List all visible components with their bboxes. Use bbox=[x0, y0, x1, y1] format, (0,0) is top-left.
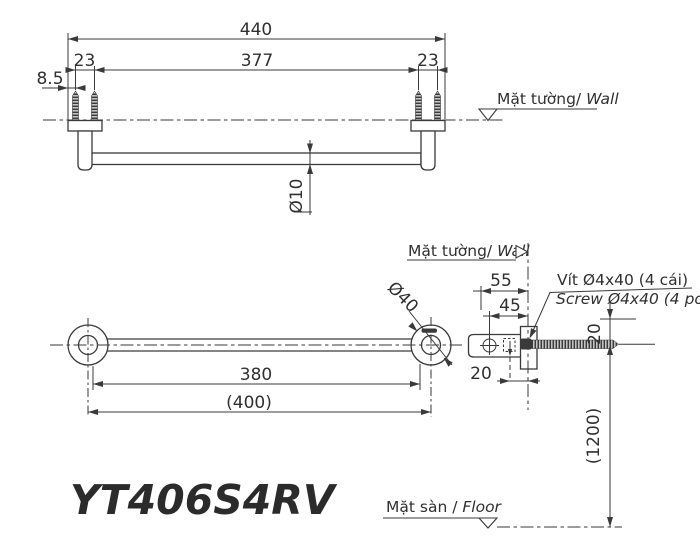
right-flange-outer bbox=[410, 324, 452, 366]
left-post bbox=[77, 130, 93, 171]
wall-label-top: Mặt tường/ Wall bbox=[477, 90, 619, 122]
dim-bar-length: 380 bbox=[92, 364, 421, 390]
dim-screw-span: 23 377 23 bbox=[65, 51, 448, 90]
top-view: 440 23 377 23 8.5 bbox=[36, 20, 619, 215]
dim-bar-diameter-text: Ø10 bbox=[287, 178, 307, 213]
dim-bar-length-text: 380 bbox=[240, 365, 272, 385]
slot-hole-hidden bbox=[503, 338, 516, 378]
floor-datum-icon bbox=[477, 517, 499, 529]
dim-overall-length-text: (400) bbox=[226, 393, 272, 413]
wall-label-text: Mặt tường/ Wall bbox=[497, 90, 619, 108]
mounting-screws-top bbox=[72, 90, 441, 121]
screw-side bbox=[520, 338, 655, 350]
dim-heights: 20 (1200) bbox=[584, 303, 636, 527]
dim-hole-depth-1-text: 45 bbox=[499, 296, 521, 316]
product-model: YT406S4RV bbox=[70, 476, 338, 524]
dim-hole-depth-1: 45 bbox=[483, 296, 528, 337]
dim-hole-depth-2-text: 20 bbox=[470, 364, 492, 384]
floor-label: Mặt sàn / Floor bbox=[383, 498, 622, 529]
screw-head bbox=[520, 338, 532, 350]
screw-shank bbox=[531, 339, 619, 349]
wall-datum-icon bbox=[477, 108, 499, 122]
dim-hole-depth-2: 20 bbox=[470, 364, 540, 384]
dim-flange-diameter: Ø40 bbox=[383, 278, 453, 367]
screw-icon bbox=[434, 90, 441, 121]
towel-bar-top bbox=[89, 152, 422, 166]
dim-mounting-height-text: (1200) bbox=[584, 408, 604, 465]
dim-flange-half-text: 20 bbox=[585, 323, 605, 345]
wall-datum-icon bbox=[515, 244, 529, 259]
dim-screw-span-text: 377 bbox=[241, 51, 273, 71]
screw-icon bbox=[72, 90, 79, 121]
screw-note-vi: Vít Ø4x40 (4 cái) bbox=[557, 271, 688, 289]
dim-arm-depth-text: 55 bbox=[490, 271, 512, 291]
dim-overall-width-text: 440 bbox=[240, 20, 272, 40]
dim-overall-width: 440 bbox=[67, 20, 446, 120]
right-flange-plate bbox=[410, 119, 446, 132]
screw-icon bbox=[415, 90, 422, 121]
mounting-hole-target bbox=[480, 336, 499, 355]
screw-note-en: Screw Ø4x40 (4 pcs) bbox=[556, 290, 700, 308]
wall-label-text: Mặt tường/ Wall bbox=[408, 242, 530, 260]
dim-edge-offset-text: 8.5 bbox=[36, 69, 63, 89]
right-post bbox=[420, 130, 436, 171]
left-flange-inner bbox=[77, 334, 99, 356]
dim-flange-diameter-text: Ø40 bbox=[383, 278, 422, 317]
left-flange-plate bbox=[67, 119, 103, 132]
left-flange-outer bbox=[67, 324, 109, 366]
dim-pitch-left-text: 23 bbox=[74, 51, 96, 71]
screw-note: Vít Ø4x40 (4 cái) Screw Ø4x40 (4 pcs) bbox=[526, 271, 700, 340]
front-view: Ø40 380 (400) bbox=[50, 278, 462, 417]
screw-icon bbox=[91, 90, 98, 121]
dim-overall-length: (400) bbox=[88, 393, 431, 415]
side-view: Mặt tường/ Wall Vít Ø bbox=[383, 242, 700, 529]
dim-edge-offset: 8.5 bbox=[36, 69, 86, 91]
right-flange-inner bbox=[420, 334, 442, 356]
floor-label-text: Mặt sàn / Floor bbox=[386, 498, 503, 516]
dim-pitch-right-text: 23 bbox=[417, 51, 439, 71]
dim-bar-diameter: Ø10 bbox=[287, 140, 313, 215]
dim-arm-depth: 55 bbox=[473, 271, 528, 310]
wall-label-side: Mặt tường/ Wall bbox=[407, 242, 530, 261]
